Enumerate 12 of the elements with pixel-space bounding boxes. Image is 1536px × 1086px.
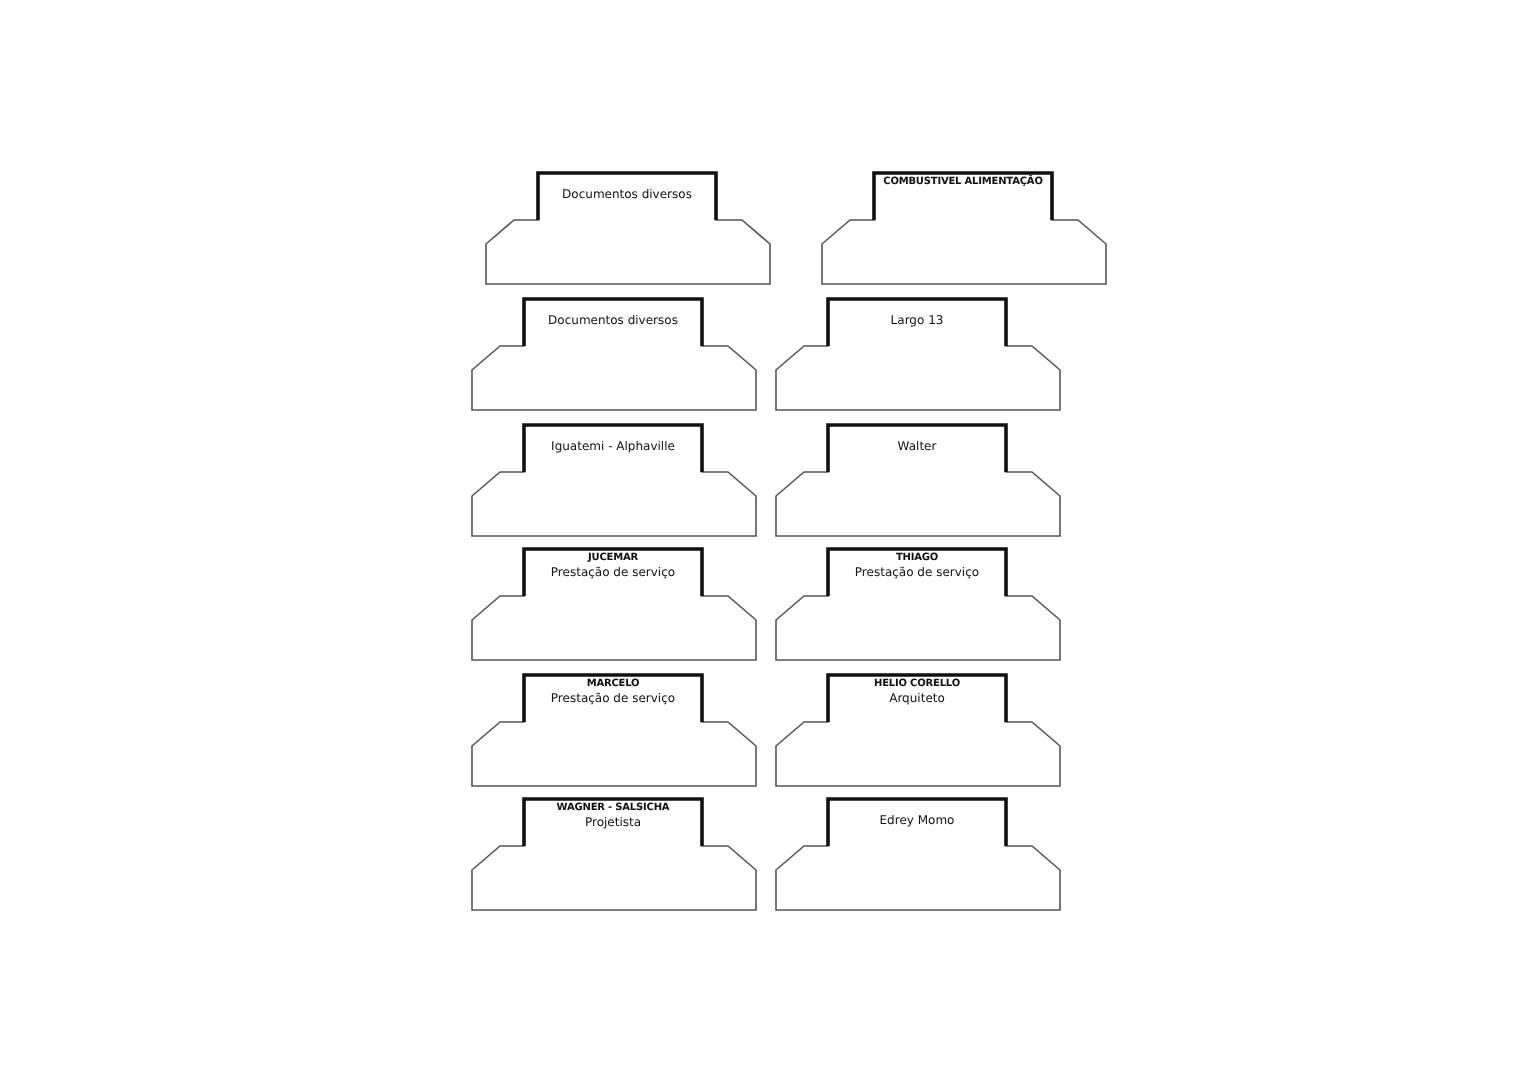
folder-tab-label [774,296,1062,412]
folder-tab-label [470,546,758,662]
folder-tab-label [470,422,758,538]
folder-tab-label [470,672,758,788]
folder-tab-label [470,796,758,912]
folder-tab-label [820,170,1108,286]
folder-tab-label [774,672,1062,788]
folder-tab-label [774,796,1062,912]
folder-tab-label [774,422,1062,538]
folder-tab-label [774,546,1062,662]
folder-tab-label [484,170,772,286]
folder-tab-label [470,296,758,412]
